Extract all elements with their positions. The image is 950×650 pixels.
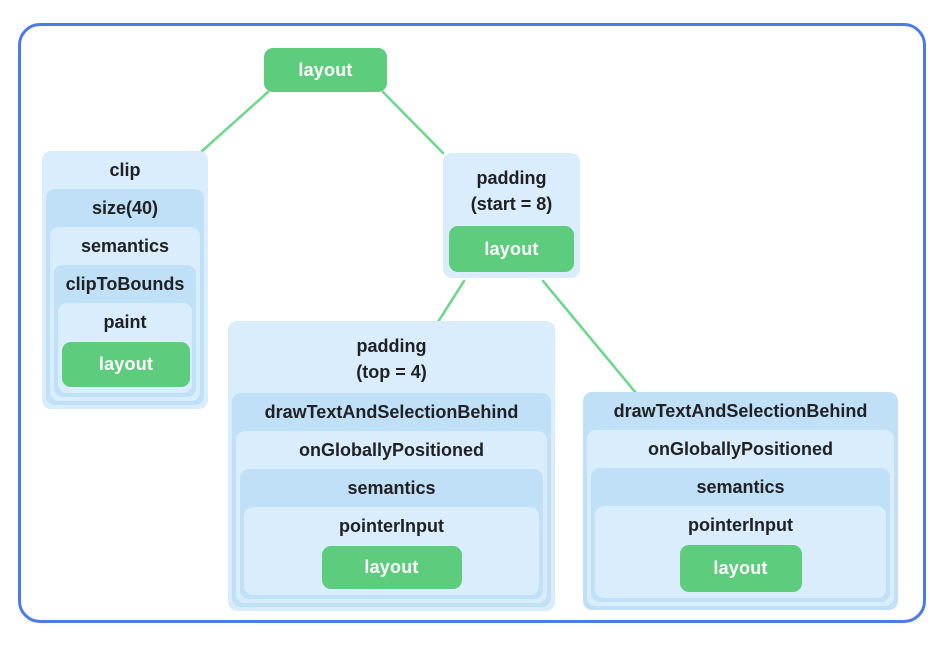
node-semantics-right: semantics pointerInput layout — [591, 468, 890, 602]
padding-top-line1: padding — [356, 336, 427, 356]
node-semantics-clip: semantics clipToBounds paint layout — [50, 227, 200, 401]
node-clip-leaf-layout: layout — [62, 342, 190, 387]
node-paint: paint layout — [58, 303, 192, 393]
node-padding-start-label: padding (start = 8) — [447, 153, 576, 225]
node-padding-start: padding (start = 8) layout — [443, 153, 580, 278]
stack-padding-top: padding (top = 4) drawTextAndSelectionBeh… — [228, 321, 555, 611]
node-drawtext-right-label: drawTextAndSelectionBehind — [613, 401, 868, 421]
node-pointerinput-right-label: pointerInput — [688, 515, 793, 535]
node-semantics-clip-label: semantics — [80, 236, 170, 256]
node-padding-top-leaf-layout: layout — [321, 546, 462, 589]
node-cliptobounds-label: clipToBounds — [65, 274, 185, 294]
stack-drawtext: drawTextAndSelectionBehind onGloballyPos… — [583, 392, 898, 610]
padding-start-line2: (start = 8) — [470, 194, 553, 214]
node-size40-label: size(40) — [91, 198, 159, 218]
stack-padding-start: padding (start = 8) layout — [443, 153, 580, 278]
node-pointerinput-right: pointerInput layout — [595, 506, 886, 598]
padding-top-line2: (top = 4) — [356, 362, 427, 382]
node-pointerinput-middle: pointerInput layout — [244, 507, 539, 595]
node-padding-top: padding (top = 4) drawTextAndSelectionBeh… — [228, 321, 555, 611]
node-drawtext-leaf-layout: layout — [679, 545, 802, 592]
node-root-layout: layout — [264, 48, 387, 92]
node-drawtext-middle: drawTextAndSelectionBehind onGloballyPos… — [232, 393, 551, 607]
diagram-border-frame — [18, 23, 926, 623]
node-semantics-right-label: semantics — [696, 477, 785, 497]
node-semantics-middle-label: semantics — [347, 478, 436, 498]
node-size40: size(40) semantics clipToBounds paint la… — [46, 189, 204, 405]
node-ongloballypositioned-right-label: onGloballyPositioned — [647, 439, 833, 459]
node-clip: clip size(40) semantics clipToBounds pai… — [42, 151, 208, 409]
node-ongloballypositioned-middle-label: onGloballyPositioned — [298, 440, 484, 460]
node-pointerinput-middle-label: pointerInput — [339, 516, 444, 536]
node-cliptobounds: clipToBounds paint layout — [54, 265, 196, 397]
node-paint-label: paint — [103, 312, 147, 332]
node-padding-top-label: padding (top = 4) — [232, 321, 551, 393]
node-padding-start-leaf-layout: layout — [449, 226, 574, 272]
node-clip-label: clip — [109, 160, 141, 180]
node-ongloballypositioned-right: onGloballyPositioned semantics pointerIn… — [587, 430, 894, 606]
node-drawtext-middle-label: drawTextAndSelectionBehind — [264, 402, 519, 422]
node-semantics-middle: semantics pointerInput layout — [240, 469, 543, 599]
stack-clip: clip size(40) semantics clipToBounds pai… — [42, 151, 208, 409]
padding-start-line1: padding — [476, 168, 547, 188]
node-drawtext-right: drawTextAndSelectionBehind onGloballyPos… — [583, 392, 898, 610]
node-ongloballypositioned-middle: onGloballyPositioned semantics pointerIn… — [236, 431, 547, 603]
